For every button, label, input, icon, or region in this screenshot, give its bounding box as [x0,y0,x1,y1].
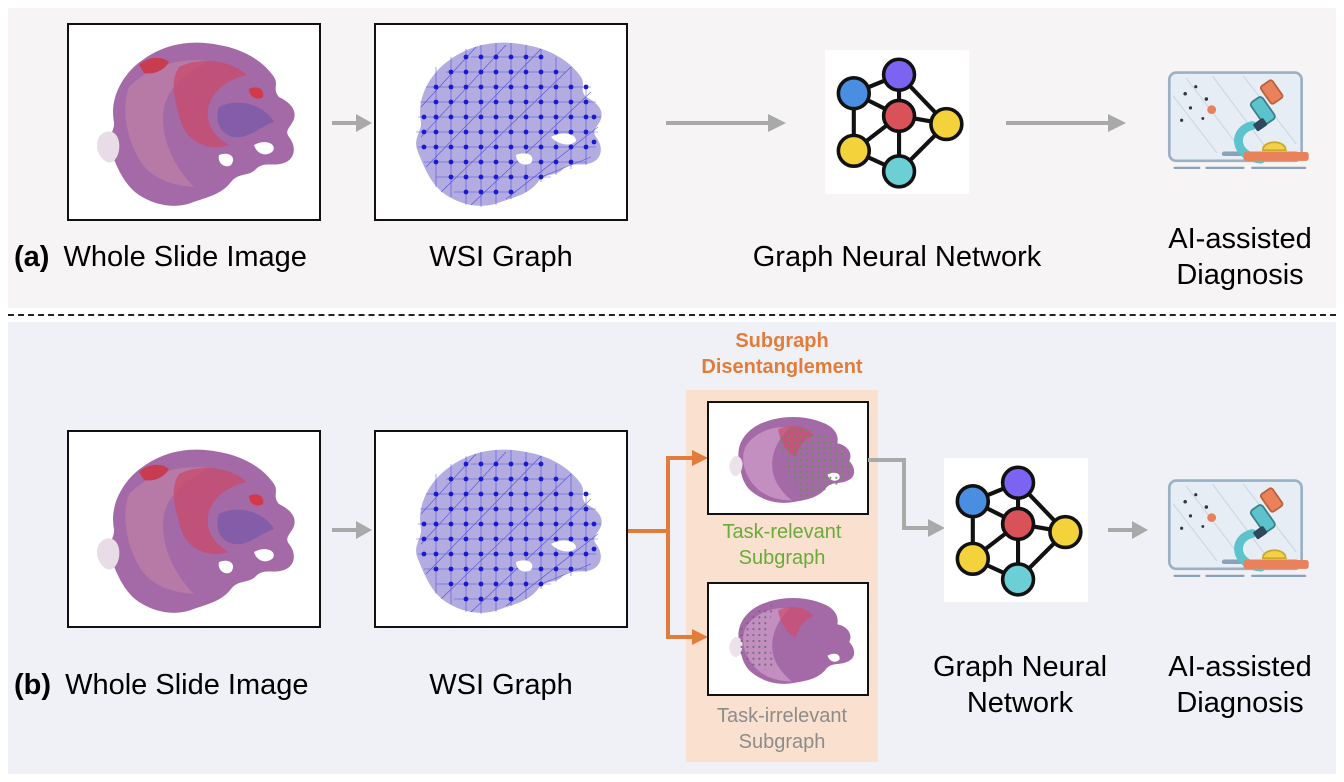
gnn-b [944,458,1088,602]
wsi-label-b: Whole Slide Image [65,669,309,701]
disentanglement-title-line2: Disentanglement [701,356,863,378]
panel-a-caption: (a) Whole Slide Image [14,240,307,275]
tissue-image [69,432,319,626]
diagnosis-label-b-line2: Diagnosis [1176,687,1304,719]
panel-b-tag: (b) [14,669,52,701]
relevant-label-line2: Subgraph [738,547,826,569]
relevant-label-line1: Task-relevant [722,521,842,543]
arrow-wsi-to-graph-b [332,521,372,539]
irrelevant-label-line1: Task-irrelevant [716,705,848,727]
gnn-label-b-line1: Graph Neural [932,651,1108,683]
task-relevant-subgraph-image [707,401,869,515]
panel-b-caption: (b) Whole Slide Image [14,668,309,703]
disentanglement-title-line1: Subgraph [735,330,829,352]
diagnosis-a [1164,62,1314,182]
irrelevant-subgraph-image [709,584,867,694]
task-irrelevant-subgraph-image [707,582,869,696]
wsi-graph-a [374,23,628,221]
neural-network-icon [944,458,1088,602]
gnn-label-b-line2: Network [966,687,1074,719]
microscope-monitor-icon [1164,62,1314,182]
graph-image [376,25,626,219]
relevant-subgraph-image [709,403,867,513]
orange-split-arrows [628,450,708,645]
diagnosis-label-a-line2: Diagnosis [1176,259,1304,291]
arrow-relevant-to-gnn-b [868,458,945,537]
panel-divider [8,314,1336,316]
tissue-image [69,25,319,219]
diagnosis-label-a-line1: AI-assisted [1168,223,1312,255]
arrow-wsi-to-graph-a [332,114,372,132]
graph-image [376,432,626,626]
wsi-graph-b [374,430,628,628]
panel-a-tag: (a) [14,241,50,273]
diagnosis-b [1164,470,1314,590]
wsi-image-a [67,23,321,221]
neural-network-icon [825,50,969,194]
wsi-image-b [67,430,321,628]
arrow-gnn-to-diagnosis-a [1006,114,1126,132]
gnn-label-a: Graph Neural Network [752,241,1042,273]
disentanglement-title: Subgraph Disentanglement [680,328,884,380]
arrow-graph-to-gnn-a [666,114,786,132]
diagnosis-label-b-line1: AI-assisted [1168,651,1312,683]
microscope-monitor-icon [1164,470,1314,590]
irrelevant-label-line2: Subgraph [738,731,826,753]
graph-label-a: WSI Graph [429,241,573,273]
graph-label-b: WSI Graph [429,669,573,701]
arrow-gnn-to-diagnosis-b [1108,521,1148,539]
wsi-label-a: Whole Slide Image [63,241,307,273]
gnn-a [825,50,969,194]
